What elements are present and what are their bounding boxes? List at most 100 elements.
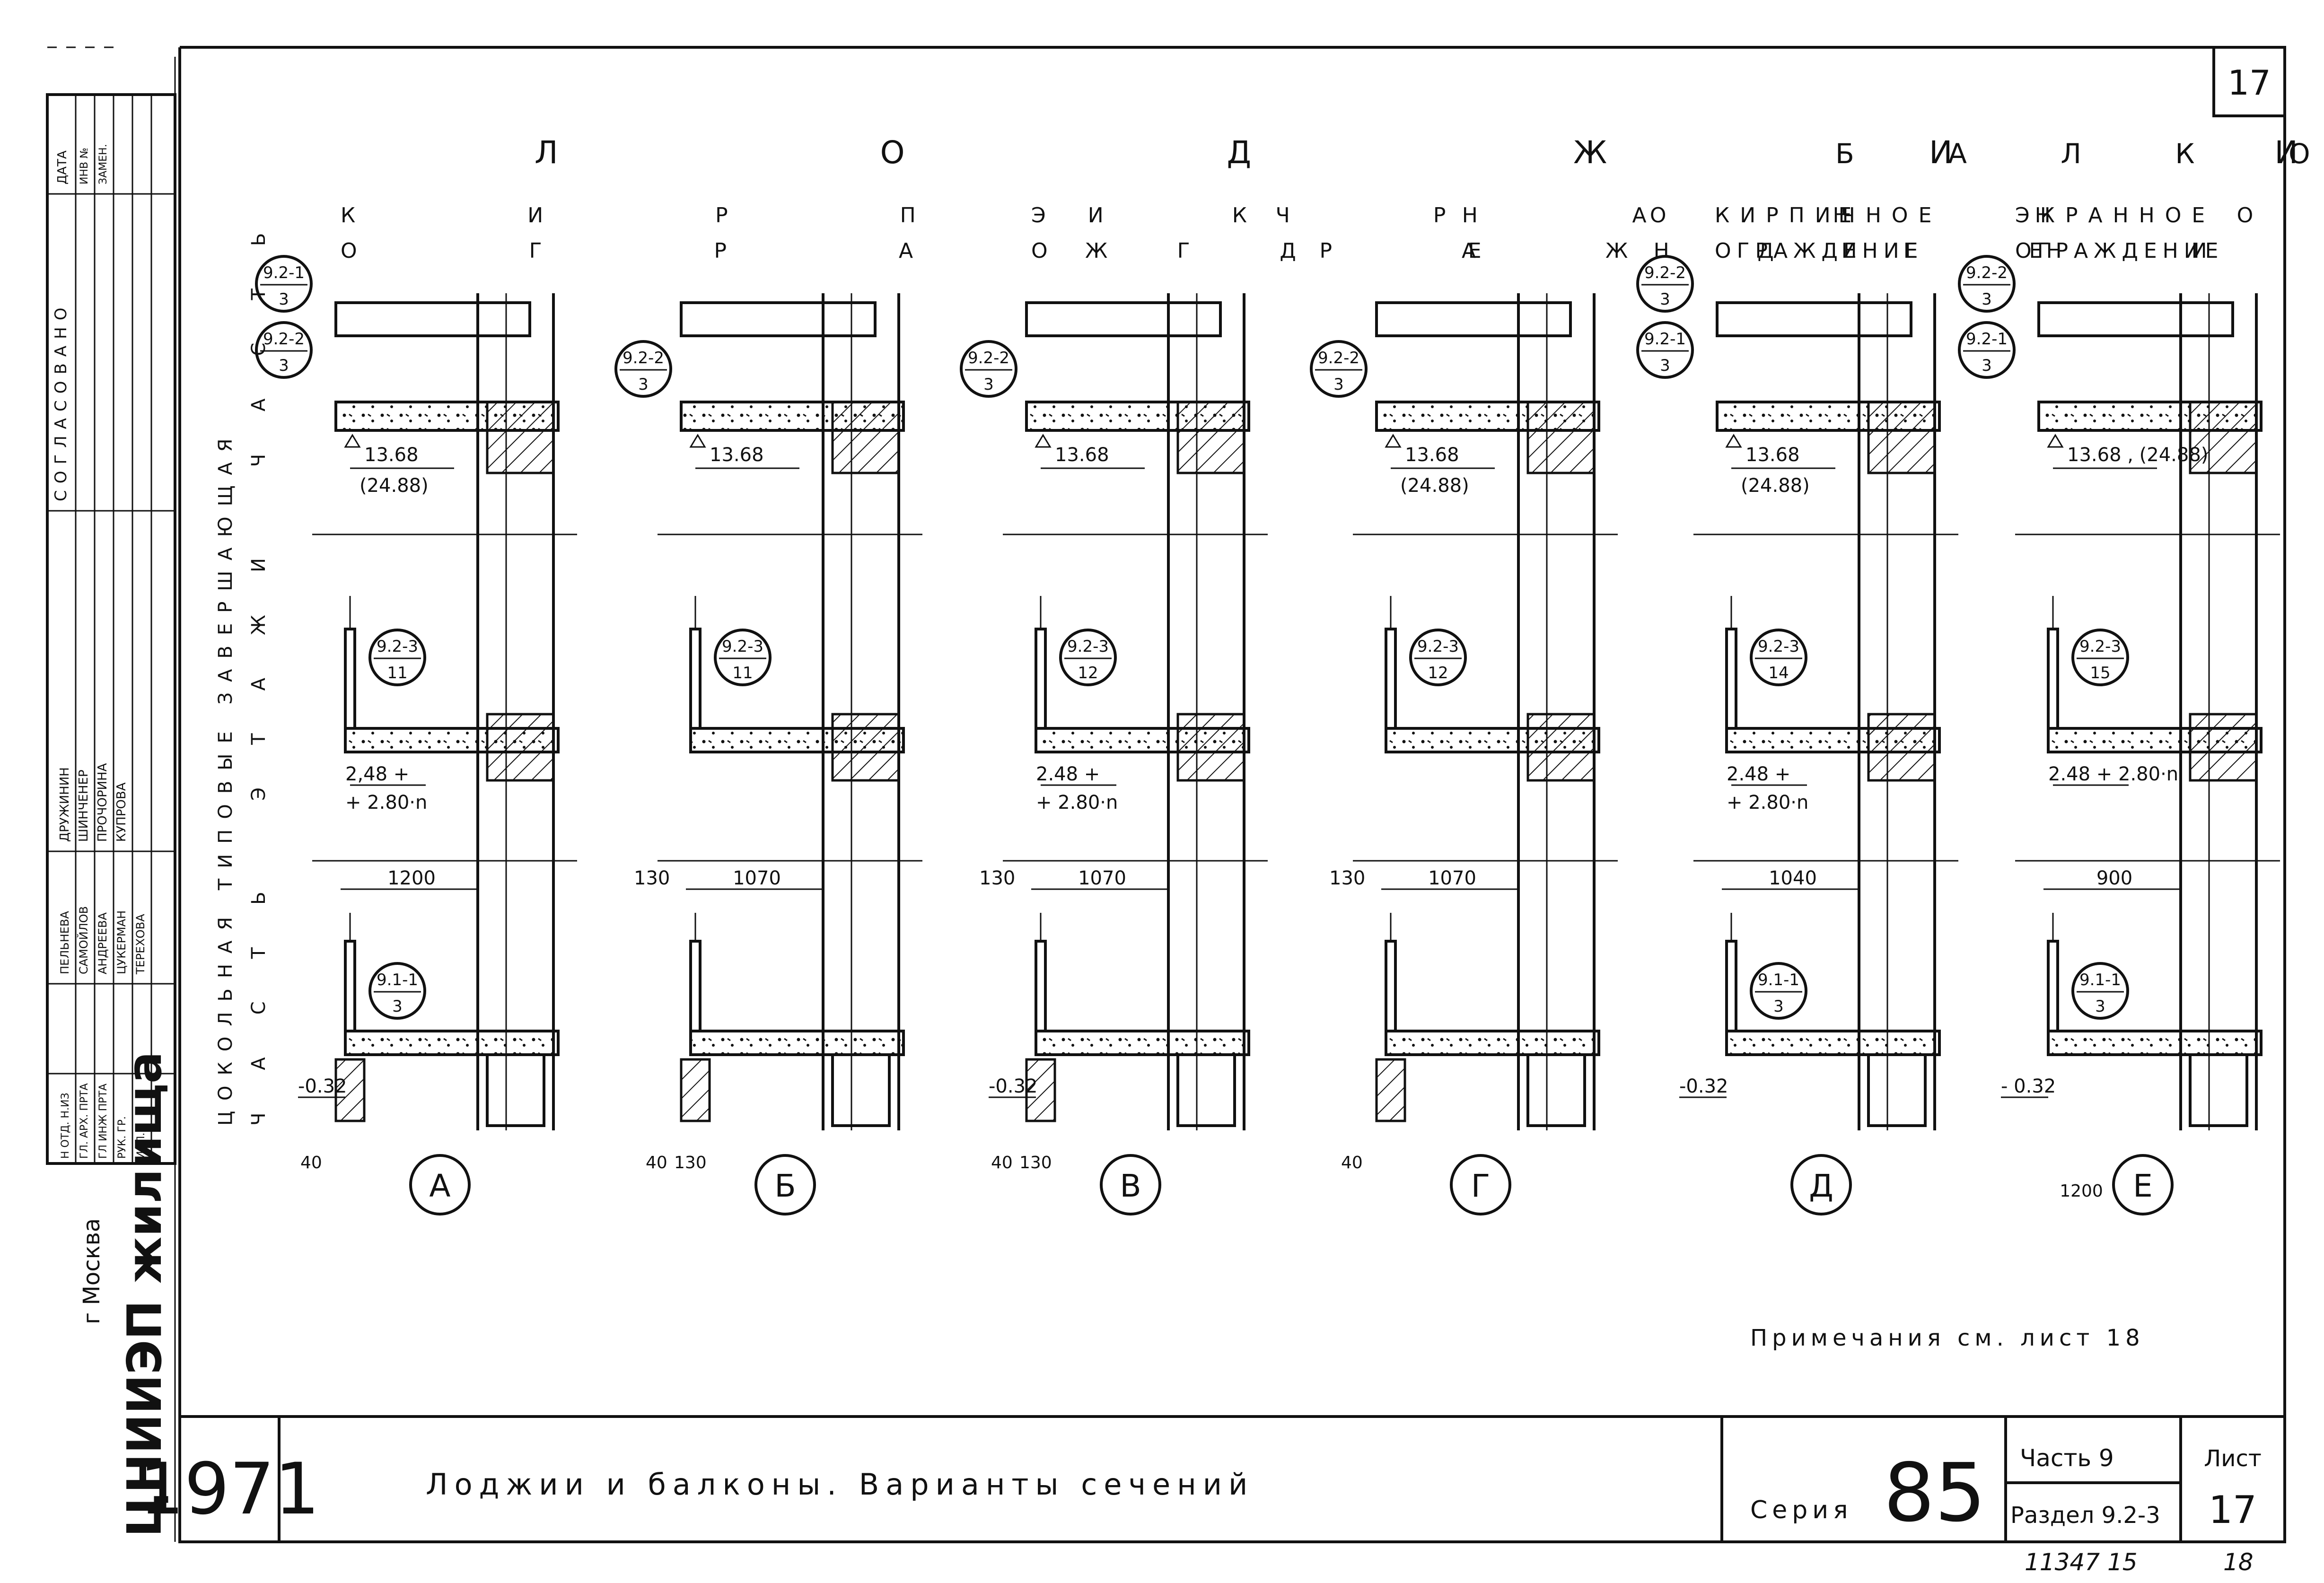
ref-bubble-top-2-number: 9.2-1 bbox=[263, 263, 305, 282]
ref-bubble-top: 9.2-23 bbox=[1310, 340, 1368, 398]
stamp-inv-col: ИНВ № bbox=[79, 148, 90, 184]
ref-bubble-middle-circle bbox=[2071, 629, 2129, 686]
top-mark: 13.68 , (24.88) bbox=[2067, 444, 2208, 466]
middle-parapet bbox=[344, 628, 356, 730]
heading-brick-1: К И Р П И Ч Н О Е bbox=[341, 203, 1934, 227]
foundation-block bbox=[1375, 1058, 1406, 1122]
ref-bubble-middle-sheet: 14 bbox=[1768, 664, 1789, 682]
section-letter: Б bbox=[774, 1168, 796, 1204]
ref-bubble-middle-circle bbox=[1750, 629, 1807, 686]
ref-bubble-top-sheet: 3 bbox=[279, 356, 289, 375]
ref-bubble-middle-sheet: 11 bbox=[387, 664, 407, 682]
stamp-approved: СОГЛАСОВАНО bbox=[52, 301, 70, 501]
ref-bubble-bottom: 9.1-13 bbox=[2071, 962, 2129, 1020]
part-label: Часть 9 bbox=[2020, 1444, 2114, 1472]
foundation-wall bbox=[2189, 1053, 2248, 1127]
ref-bubble-middle-sheet: 15 bbox=[2090, 664, 2110, 682]
ref-bubble-middle-number: 9.2-3 bbox=[722, 637, 763, 656]
ref-bubble-middle-number: 9.2-3 bbox=[2079, 637, 2121, 656]
ref-bubble-top-sheet: 3 bbox=[638, 375, 649, 394]
section-letter: Е bbox=[2133, 1168, 2153, 1204]
ref-bubble-top-circle bbox=[1958, 321, 2016, 379]
ref-bubble-top-2-number: 9.2-2 bbox=[1966, 263, 2008, 282]
width-dim: 1070 bbox=[1078, 867, 1126, 889]
top-mark-arrow bbox=[2047, 434, 2064, 448]
ref-bubble-top-number: 9.2-2 bbox=[968, 349, 1009, 367]
stamp-name-8: ЦУКЕРМАН bbox=[115, 910, 128, 974]
section-letter-circle bbox=[1100, 1154, 1161, 1216]
stamp-name-6: САМОЙЛОВ bbox=[77, 906, 90, 974]
width-dim: 1040 bbox=[1769, 867, 1817, 889]
wall-block-middle bbox=[486, 713, 555, 782]
top-mark: 13.68 bbox=[710, 444, 764, 466]
under-number-2: 18 bbox=[2223, 1548, 2254, 1576]
heading-balcony-brick-1: КИРПИЧНОЕ bbox=[1715, 203, 1942, 227]
roof-parapet bbox=[1025, 301, 1222, 337]
top-mark: 13.68 bbox=[364, 444, 419, 466]
roof-parapet bbox=[680, 301, 877, 337]
left-dim: 40 bbox=[300, 1153, 322, 1172]
section-letter-circle bbox=[754, 1154, 816, 1216]
zone-label-line1: ЦОКОЛЬНАЯ ТИПОВЫЕ ЗАВЕРШАЮЩАЯ bbox=[215, 428, 237, 1126]
wall-block-top bbox=[2189, 401, 2258, 474]
series-number: 85 bbox=[1884, 1446, 1986, 1540]
ref-bubble-bottom-sheet: 3 bbox=[1773, 997, 1784, 1016]
ref-bubble-middle-number: 9.2-3 bbox=[377, 637, 418, 656]
ref-bubble-top-2: 9.2-13 bbox=[255, 255, 313, 313]
heading-screen-1: Э К Р А Н Н О Е bbox=[1031, 203, 2324, 227]
lower-slab bbox=[2047, 1030, 2263, 1056]
top-mark: 13.68 bbox=[1055, 444, 1109, 466]
mid-mark-2: + 2.80·n bbox=[1036, 792, 1118, 813]
lower-parapet bbox=[689, 940, 702, 1032]
middle-parapet bbox=[1035, 628, 1047, 730]
heading-balcony-screen-2: ОГРАЖДЕНИЕ bbox=[2015, 239, 2224, 263]
wall-block-top bbox=[831, 401, 900, 474]
foundation-wall bbox=[831, 1053, 891, 1127]
heading-balcony-screen-1: ЭКРАННОЕ bbox=[2015, 203, 2215, 227]
ref-bubble-top-2: 9.2-23 bbox=[1636, 255, 1694, 313]
title-text: Лоджии и балконы. Варианты сечений bbox=[426, 1467, 1254, 1502]
sections-group: 9.2-139.2-239.2-3119.1-1313.68(24.88)2,4… bbox=[255, 255, 2280, 1216]
ref-bubble-middle: 9.2-314 bbox=[1750, 629, 1807, 686]
heading-loggias: Л О Д Ж И И bbox=[535, 134, 2324, 171]
ref-bubble-middle-circle bbox=[1409, 629, 1467, 686]
top-mark: 13.68 bbox=[1745, 444, 1800, 466]
foundation-wall bbox=[1176, 1053, 1236, 1127]
foundation-wall bbox=[1867, 1053, 1927, 1127]
lower-parapet bbox=[2047, 940, 2059, 1032]
wall-block-middle bbox=[831, 713, 900, 782]
ref-bubble-bottom-circle bbox=[1750, 962, 1807, 1020]
zone-label-line2: ЧАСТЬ ЭТАЖИ ЧАСТЬ bbox=[248, 191, 270, 1126]
mid-mark-2: + 2.80·n bbox=[1727, 792, 1808, 813]
roof-parapet bbox=[334, 301, 531, 337]
left-dim: 40 bbox=[991, 1153, 1013, 1172]
top-mark-2: (24.88) bbox=[1400, 475, 1469, 497]
left-dim-2: 130 bbox=[1019, 1153, 1052, 1172]
ref-bubble-top-2: 9.2-23 bbox=[1958, 255, 2016, 313]
ref-bubble-top-number: 9.2-1 bbox=[1966, 330, 2008, 349]
ref-bubble-top-number: 9.2-2 bbox=[623, 349, 664, 367]
ref-bubble-top-2-number: 9.2-2 bbox=[1644, 263, 1686, 282]
wall-block-middle bbox=[1867, 713, 1936, 782]
offset-dim: 130 bbox=[1329, 867, 1365, 889]
ref-bubble-bottom-number: 9.1-1 bbox=[377, 971, 418, 989]
sheet-label: Лист bbox=[2204, 1445, 2262, 1472]
series-label: Серия bbox=[1750, 1496, 1852, 1524]
ref-bubble-top-circle bbox=[1636, 321, 1694, 379]
stamp-org: ЦНИИЭП жилища bbox=[117, 1051, 172, 1537]
left-dim: 40 bbox=[1341, 1153, 1363, 1172]
middle-parapet bbox=[1725, 628, 1737, 730]
offset-dim: 130 bbox=[979, 867, 1015, 889]
top-mark-2: (24.88) bbox=[1741, 475, 1810, 497]
ref-bubble-top-circle bbox=[614, 340, 672, 398]
ref-bubble-top-circle bbox=[960, 340, 1017, 398]
ref-bubble-middle-circle bbox=[1059, 629, 1117, 686]
bottom-mark: - 0.32 bbox=[2001, 1076, 2056, 1097]
ref-bubble-top-circle bbox=[1310, 340, 1368, 398]
stamp-role-3: ГЛ ИНЖ ПРТА bbox=[97, 1084, 109, 1159]
ref-bubble-bottom-sheet: 3 bbox=[2095, 997, 2105, 1016]
section-5: 9.2-239.2-139.2-3149.1-1313.68(24.88)2.4… bbox=[1636, 255, 1958, 1216]
foundation-block bbox=[680, 1058, 711, 1122]
